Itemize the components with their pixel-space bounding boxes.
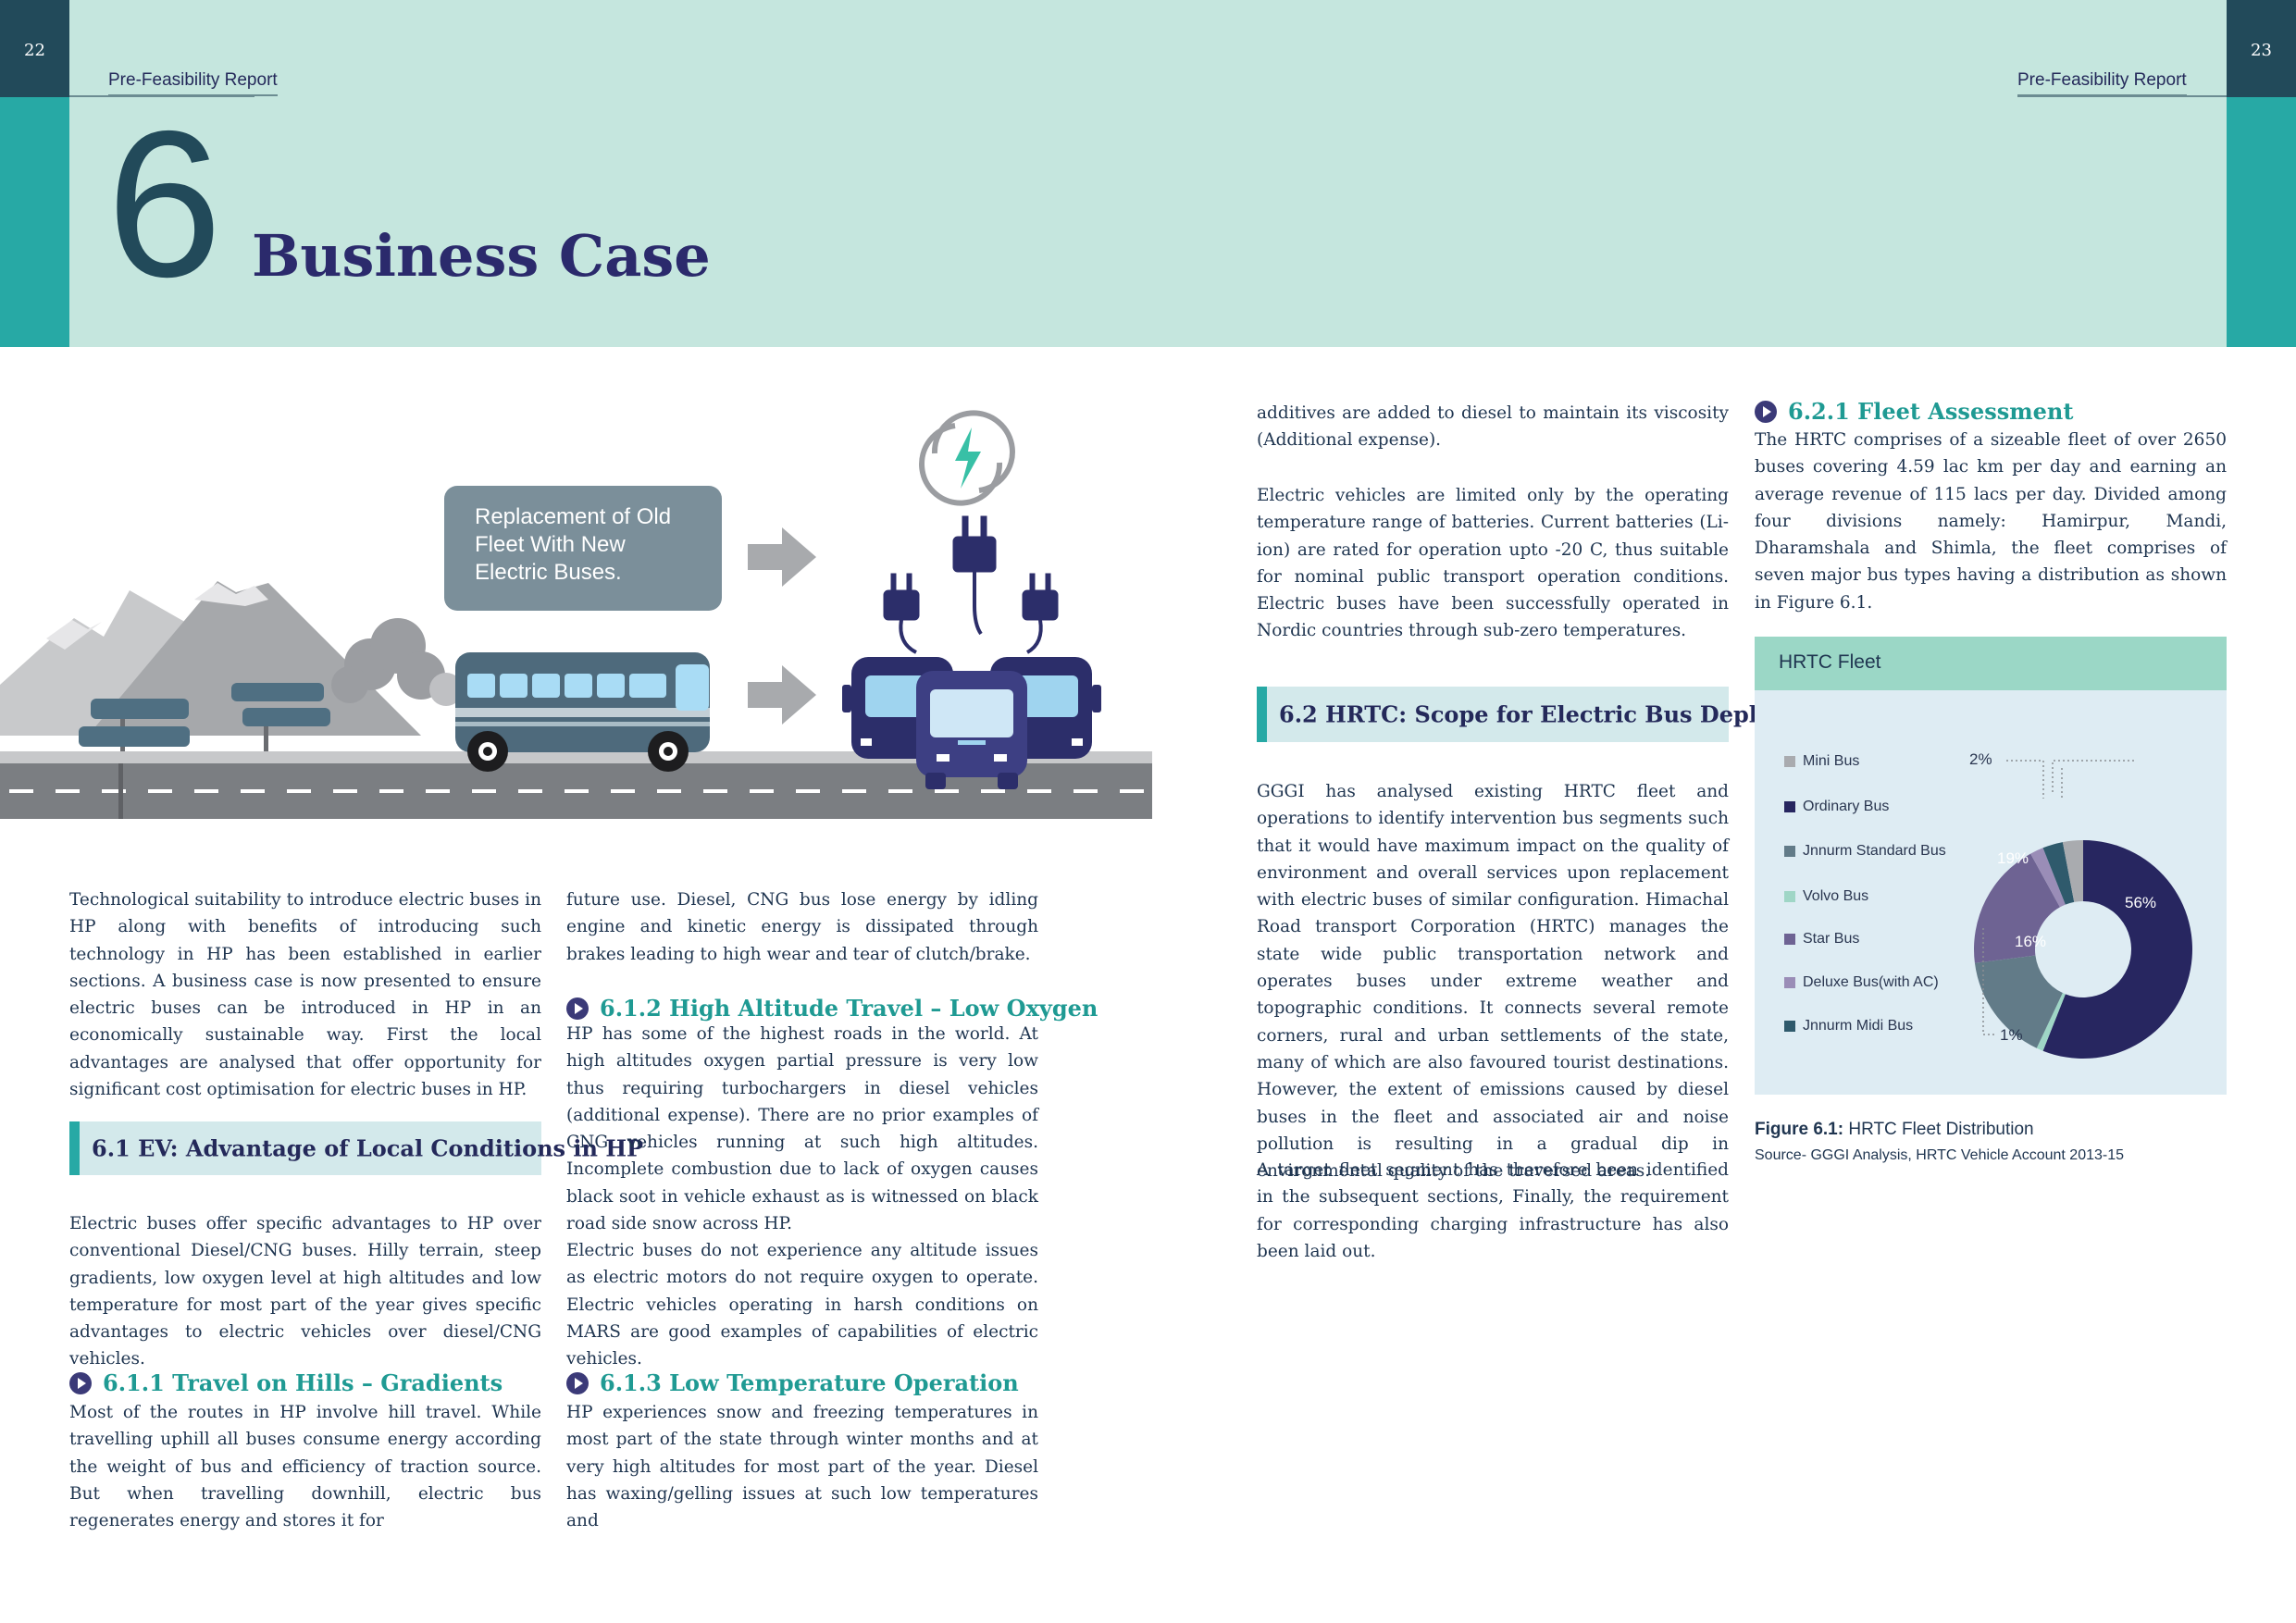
data-label-jnnurm-standard: 16%	[2015, 933, 2047, 950]
exhaust-cloud-icon	[331, 618, 463, 706]
tree-icon	[79, 683, 330, 763]
page-number-left: 22	[0, 0, 69, 97]
chart-header: HRTC Fleet	[1755, 637, 2227, 690]
play-bullet-icon	[566, 1371, 589, 1394]
donut-slices	[1974, 840, 2192, 1059]
legend-label: Star Bus	[1803, 931, 1860, 947]
hrtc-fleet-chart: HRTC Fleet Mini Bus Ordinary Bus Jnnurm …	[1755, 637, 2227, 1095]
section-6-1-1-heading: 6.1.1 Travel on Hills – Gradients	[69, 1369, 503, 1396]
figure-source: Source- GGGI Analysis, HRTC Vehicle Acco…	[1755, 1147, 2125, 1163]
section-6-1-3-continued: additives are added to diesel to maintai…	[1257, 403, 1729, 451]
section-6-1-2-heading: 6.1.2 High Altitude Travel – Low Oxygen	[566, 995, 1098, 1022]
section-6-1-heading: 6.1 EV: Advantage of Local Conditions in…	[69, 1121, 643, 1175]
legend-label: Volvo Bus	[1803, 888, 1869, 904]
figure-caption-text: HRTC Fleet Distribution	[1843, 1120, 2034, 1139]
data-label-volvo: 1%	[2000, 1026, 2023, 1044]
arrow-right-icon	[748, 527, 816, 725]
play-bullet-icon	[69, 1371, 92, 1394]
donut-slice-mini-bus	[2062, 840, 2083, 902]
chapter-number: 6	[106, 87, 222, 320]
chapter-banner	[0, 0, 2296, 347]
legend-label: Mini Bus	[1803, 753, 1860, 769]
road-dashes	[9, 789, 1144, 793]
callout-box	[444, 486, 722, 611]
legend-swatch	[1784, 1021, 1795, 1032]
figure-caption-label: Figure 6.1:	[1755, 1120, 1844, 1139]
section-6-1-3-paragraph-2: Electric vehicles are limited only by th…	[1257, 486, 1729, 641]
donut-chart	[1974, 760, 2192, 1059]
section-6-1-1-title: 6.1.1 Travel on Hills – Gradients	[103, 1369, 503, 1396]
section-6-2-1-paragraph: The HRTC comprises of a sizeable fleet o…	[1755, 430, 2227, 613]
legend-swatch	[1784, 891, 1795, 902]
legend-swatch	[1784, 756, 1795, 767]
left-edge-tab	[0, 97, 69, 347]
legend-item-ordinary-bus: Ordinary Bus	[1784, 799, 1889, 815]
section-6-1-2-paragraph: HP has some of the highest roads in the …	[566, 1024, 1038, 1234]
legend-swatch	[1784, 801, 1795, 812]
donut-slice-star-bus	[1974, 853, 2060, 963]
intro-paragraph: Technological suitability to introduce e…	[69, 890, 541, 1100]
legend-item-volvo-bus: Volvo Bus	[1784, 888, 1868, 905]
data-label-star: 19%	[1997, 849, 2029, 867]
section-6-2-paragraph: GGGI has analysed existing HRTC fleet an…	[1257, 782, 1729, 1182]
legend-item-deluxe-bus: Deluxe Bus(with AC)	[1784, 974, 1939, 991]
svg-text:Replacement of Old Fleet W: Replacement of Old Fleet With New Electr…	[475, 504, 677, 585]
legend-label: Deluxe Bus(with AC)	[1803, 974, 1939, 990]
legend-label: Jnnurm Standard Bus	[1803, 843, 1946, 859]
legend-item-star-bus: Star Bus	[1784, 931, 1859, 948]
play-bullet-icon	[566, 997, 589, 1020]
page-number-right: 23	[2227, 0, 2296, 97]
legend-swatch	[1784, 977, 1795, 988]
electric-bus-icon	[842, 657, 1101, 789]
section-6-1-3-heading: 6.1.3 Low Temperature Operation	[566, 1369, 1019, 1396]
donut-slice-ordinary-bus	[2042, 840, 2192, 1059]
legend-item-jnnurm-midi-bus: Jnnurm Midi Bus	[1784, 1018, 1913, 1035]
donut-slice-volvo-bus	[2036, 993, 2066, 1051]
play-bullet-icon	[1755, 400, 1777, 423]
legend-item-mini-bus: Mini Bus	[1784, 753, 1859, 770]
running-head-left: Pre-Feasibility Report	[108, 70, 278, 96]
donut-slice-jnnurm-midi-bus	[2042, 842, 2075, 905]
header-rule-left	[69, 95, 254, 97]
section-6-1-1-continued: future use. Diesel, CNG bus lose energy …	[566, 890, 1038, 964]
chart-title: HRTC Fleet	[1779, 651, 1881, 673]
running-head-right: Pre-Feasibility Report	[2017, 70, 2187, 96]
legend-swatch	[1784, 934, 1795, 945]
section-6-1-3-title: 6.1.3 Low Temperature Operation	[600, 1369, 1019, 1396]
section-6-1-3-paragraph: HP experiences snow and freezing tempera…	[566, 1403, 1038, 1531]
section-6-2-title: 6.2 HRTC: Scope for Electric Bus Deploym…	[1279, 700, 1850, 728]
recharge-icon	[919, 410, 1015, 506]
section-6-2-paragraph-2: A target fleet segment has therefore bee…	[1257, 1160, 1729, 1261]
section-6-1-1-paragraph: Most of the routes in HP involve hill tr…	[69, 1403, 541, 1531]
charging-plug-icon	[883, 515, 1059, 654]
section-6-2-1-title: 6.2.1 Fleet Assessment	[1788, 398, 2074, 425]
data-label-ordinary: 56%	[2125, 894, 2157, 911]
old-bus-icon	[455, 652, 710, 772]
section-6-2-heading: 6.2 HRTC: Scope for Electric Bus Deploym…	[1257, 687, 1849, 742]
data-label-deluxe: 2%	[1969, 750, 1992, 768]
bus-replacement-illustration: Replacement of Old Fleet With New Electr…	[0, 410, 1152, 819]
legend-label: Jnnurm Midi Bus	[1803, 1018, 1914, 1034]
section-6-2-1-heading: 6.2.1 Fleet Assessment	[1755, 398, 2073, 425]
section-6-1-title: 6.1 EV: Advantage of Local Conditions in…	[92, 1134, 644, 1162]
legend-item-jnnurm-standard-bus: Jnnurm Standard Bus	[1784, 843, 1946, 860]
section-6-1-paragraph: Electric buses offer specific advantages…	[69, 1214, 541, 1369]
callout-line-2: Fleet With New	[475, 532, 626, 557]
callout-line-1: Replacement of Old	[475, 504, 671, 529]
donut-slice-jnnurm-standard-bus	[1974, 955, 2063, 1048]
section-6-1-2-title: 6.1.2 High Altitude Travel – Low Oxygen	[600, 995, 1098, 1022]
leader-lines	[1982, 760, 2136, 1035]
chapter-title: Business Case	[252, 222, 711, 290]
donut-slice-deluxe-bus-with-ac	[2030, 848, 2066, 908]
figure-caption: Figure 6.1: HRTC Fleet Distribution	[1755, 1120, 2034, 1140]
right-edge-tab	[2227, 97, 2296, 347]
legend-swatch	[1784, 846, 1795, 857]
callout-line-3: Electric Buses.	[475, 560, 622, 585]
header-rule-right	[2017, 95, 2227, 97]
section-6-1-2-paragraph-2: Electric buses do not experience any alt…	[566, 1241, 1038, 1369]
legend-label: Ordinary Bus	[1803, 799, 1890, 814]
